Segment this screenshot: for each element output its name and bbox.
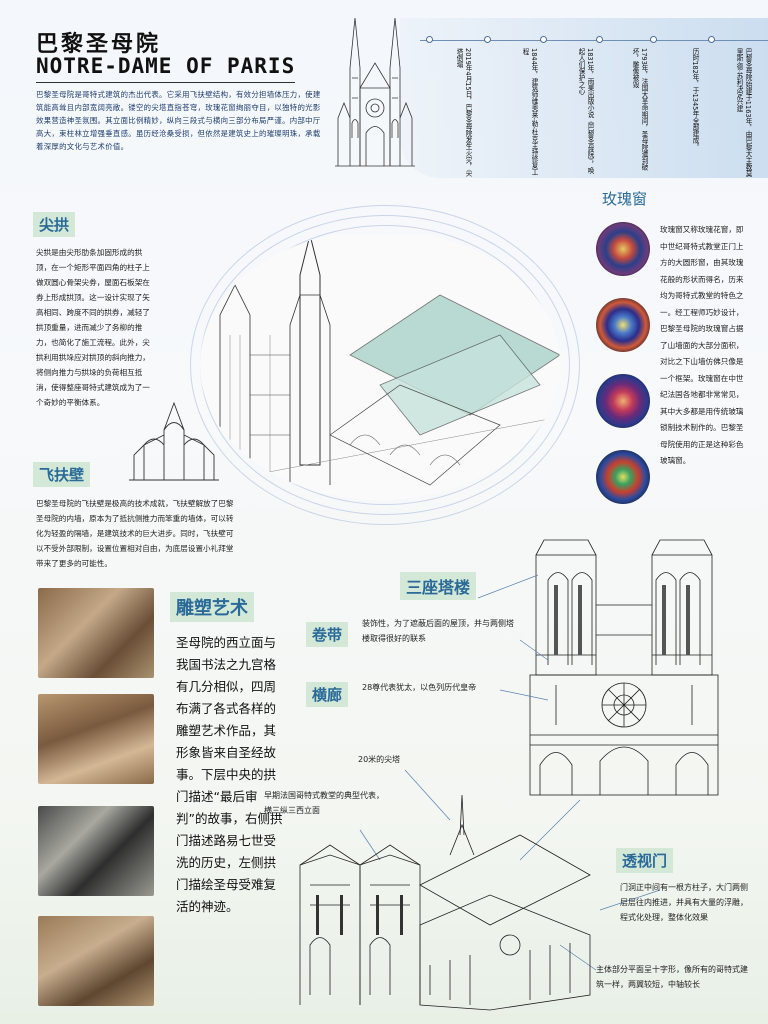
timeline-dot <box>596 36 603 43</box>
timeline-entry: 巴黎圣母院始建于1163年，由巴黎大主教莫里斯·德·苏利决定兴建 <box>735 48 752 177</box>
portal-text: 门洞正中间有一根方柱子，大门两侧层层往内推进，并具有大量的浮雕，程式化处理，整体… <box>620 883 748 922</box>
sculpture-heading: 雕塑艺术 <box>170 592 254 622</box>
plan-annotation: 主体部分平面呈十字形，像所有的哥特式建筑一样，两翼较短，中轴较长 <box>596 965 748 989</box>
timeline-axis <box>420 40 768 41</box>
scroll-text: 装饰性，为了遮蔽后面的屋顶，并与两侧塔楼取得很好的联系 <box>362 619 514 643</box>
isometric-cathedral-drawing <box>299 795 591 1011</box>
timeline-dot <box>426 36 433 43</box>
page-subtitle: NOTRE-DAME OF PARIS <box>36 54 296 83</box>
rose-window-photo <box>596 374 650 428</box>
timeline-entry: 1831年，雨果出版小说《巴黎圣母院》，唤起人们保护之心 <box>577 48 594 174</box>
rose-window-photo <box>596 450 650 504</box>
sculpture-photo <box>38 694 154 784</box>
early-gothic-annotation: 早期法国哥特式教堂的典型代表，横三纵三西立面 <box>264 791 384 815</box>
pointed-arch-heading: 尖拱 <box>33 212 76 237</box>
cathedral-sketch-icon <box>335 17 415 167</box>
spire-annotation: 20米的尖塔 <box>358 755 401 764</box>
intro-paragraph: 巴黎圣母院是哥特式建筑的杰出代表。它采用飞扶壁结构，有效分担墙体压力，使建筑能高… <box>36 90 321 151</box>
gallery-heading: 横廊 <box>306 682 349 707</box>
timeline-entry: 1793年，法国大革命期间，圣母院遭到破坏，雕像被毁 <box>631 48 648 171</box>
west-facade-drawing <box>529 539 719 796</box>
cross-section-icon <box>129 401 219 481</box>
flying-buttress-text: 巴黎圣母院的飞扶壁是极高的技术成就，飞扶壁解放了巴黎圣母院的内墙，原本为了抵抗侧… <box>36 499 234 568</box>
pointed-arch-text: 尖拱是由尖形肋条加固形成的拱顶，在一个矩形平面四角的柱子上做双圆心骨架尖券，屋面… <box>36 248 150 407</box>
sculpture-photo <box>38 916 154 1006</box>
sculpture-text: 圣母院的西立面与我国书法之九宫格有几分相似，四周布满了各式各样的雕塑艺术作品，其… <box>176 635 283 914</box>
rose-window-photo <box>596 298 650 352</box>
timeline-dot <box>484 36 491 43</box>
rose-window-heading: 玫瑰窗 <box>602 190 648 208</box>
header-band <box>400 18 768 178</box>
rose-window-photo <box>596 222 650 276</box>
flying-buttress-heading: 飞扶壁 <box>33 462 91 487</box>
timeline-entry: 历时182年，于1345年全部建成。 <box>691 48 699 150</box>
three-towers-heading: 三座塔楼 <box>400 572 477 600</box>
contour-line <box>190 205 580 525</box>
timeline-entry: 2019年4月15日，巴黎圣母院发生火灾，尖塔倒塌 <box>455 48 472 177</box>
page-title: 巴黎圣母院 <box>36 32 162 57</box>
cathedral-cutaway-drawing <box>200 235 560 500</box>
rose-window-text: 玫瑰窗又称玫瑰花窗，即中世纪哥特式教堂正门上方的大圆形窗，由其玫瑰花般的形状而得… <box>660 225 744 465</box>
timeline-entry: 1844年，建筑师维奥莱-勒-杜克主持修复工程 <box>521 48 538 176</box>
portal-heading: 透视门 <box>616 848 674 873</box>
timeline-dot <box>540 36 547 43</box>
sculpture-photo <box>38 806 154 896</box>
timeline-dot <box>708 36 715 43</box>
gallery-text: 28尊代表犹太，以色列历代皇帝 <box>362 683 477 692</box>
sculpture-photo <box>38 588 154 678</box>
scroll-heading: 卷带 <box>306 622 349 647</box>
timeline-dot <box>650 36 657 43</box>
